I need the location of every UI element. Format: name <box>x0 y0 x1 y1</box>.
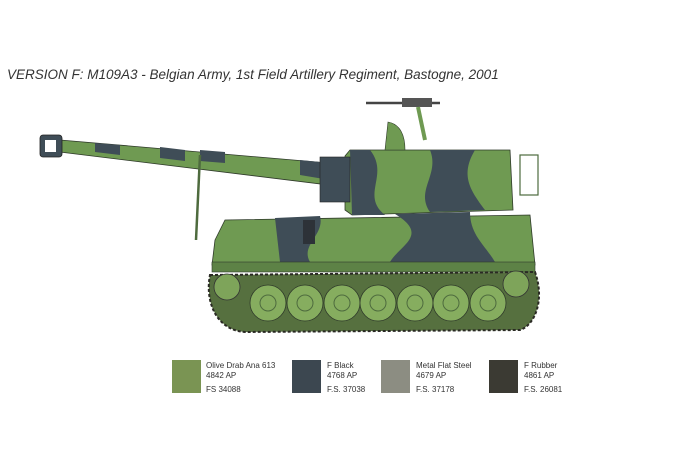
version-title: VERSION F: M109A3 - Belgian Army, 1st Fi… <box>7 67 499 82</box>
color-fs: F.S. 37178 <box>416 385 455 394</box>
swatch-metal-flat-steel <box>381 360 410 393</box>
color-fs: F.S. 26081 <box>524 385 563 394</box>
hull <box>211 212 536 273</box>
color-fs: F.S. 37038 <box>327 385 366 394</box>
swatch-olive-drab <box>172 360 201 393</box>
color-fs: FS 34088 <box>206 385 241 394</box>
swatch-f-rubber <box>489 360 518 393</box>
running-gear <box>207 270 540 334</box>
turret <box>319 98 539 216</box>
swatch-f-black <box>292 360 321 393</box>
